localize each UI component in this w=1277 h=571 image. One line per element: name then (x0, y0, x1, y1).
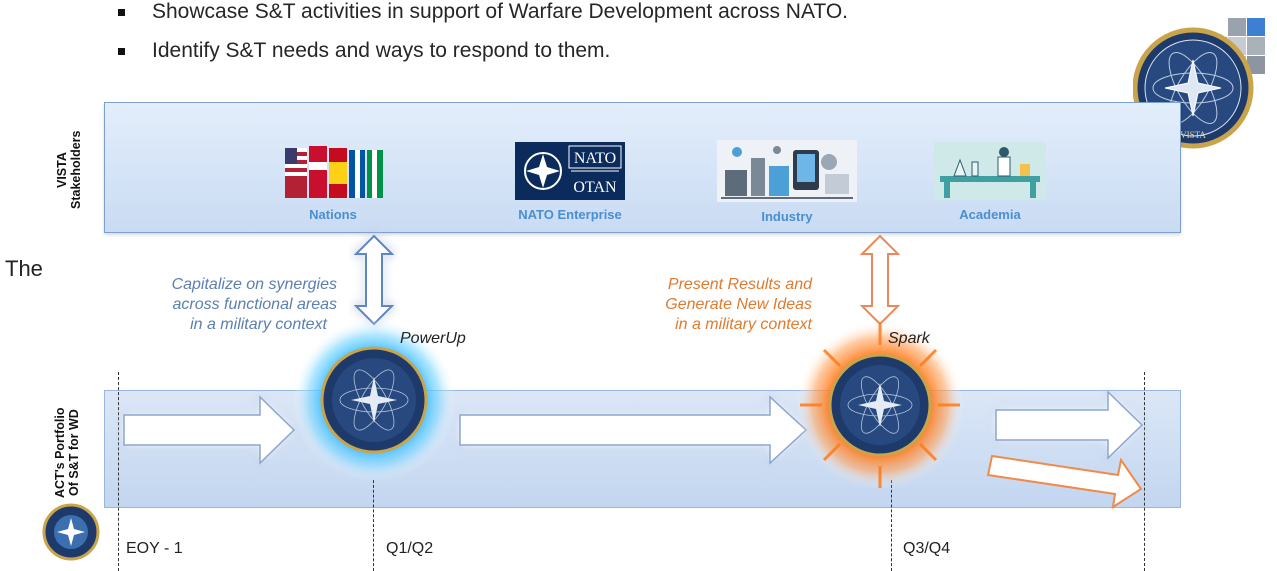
stakeholder-nato-enterprise: NATO OTAN NATO Enterprise (490, 142, 650, 222)
spark-seal (796, 321, 964, 489)
bullet-marker (118, 47, 125, 55)
arrow-2 (459, 395, 808, 465)
arrow-3 (995, 390, 1144, 460)
timeline-marker (118, 372, 119, 571)
academia-icon (934, 142, 1046, 200)
industry-icon (717, 140, 857, 202)
svg-text:NATO: NATO (574, 150, 616, 167)
arrow-4-orange (986, 454, 1143, 510)
timeline-label: EOY - 1 (126, 540, 183, 557)
timeline-marker (1144, 372, 1145, 571)
double-arrow-blue-icon (353, 234, 395, 326)
nato-otan-logo: NATO OTAN (515, 142, 625, 200)
timeline-label: Q1/Q2 (386, 540, 434, 557)
fragment-text: The (5, 256, 43, 281)
note-present-results: Present Results and Generate New Ideas i… (665, 276, 812, 333)
stakeholder-academia: Academia (930, 142, 1050, 222)
note-capitalize: Capitalize on synergies across functiona… (171, 276, 337, 333)
act-seal-icon (42, 503, 100, 561)
stakeholder-label: Industry (761, 209, 813, 224)
event-label-powerup: PowerUp (400, 330, 466, 347)
stakeholder-label: Academia (959, 207, 1021, 222)
stakeholder-industry: Industry (712, 140, 862, 224)
double-arrow-orange-icon (859, 234, 901, 326)
arrow-1 (123, 395, 296, 465)
stakeholder-label: Nations (309, 207, 357, 222)
logo-text: VISTA (1180, 130, 1206, 140)
event-label-spark: Spark (888, 330, 930, 347)
bullet-marker (118, 8, 125, 16)
timeline-marker (373, 480, 374, 571)
bullet-item: Showcase S&T activities in support of Wa… (118, 0, 848, 24)
svg-text:OTAN: OTAN (573, 179, 617, 196)
bullet-text: Showcase S&T activities in support of Wa… (152, 0, 849, 23)
timeline-marker (891, 480, 892, 571)
powerup-seal (292, 318, 456, 482)
stakeholder-nations: Nations (274, 142, 392, 222)
flags-icon (285, 146, 383, 198)
bullet-item: Identify S&T needs and ways to respond t… (118, 39, 610, 63)
timeline-label: Q3/Q4 (903, 540, 951, 557)
bullet-text: Identify S&T needs and ways to respond t… (152, 39, 611, 62)
stakeholder-label: NATO Enterprise (518, 207, 622, 222)
